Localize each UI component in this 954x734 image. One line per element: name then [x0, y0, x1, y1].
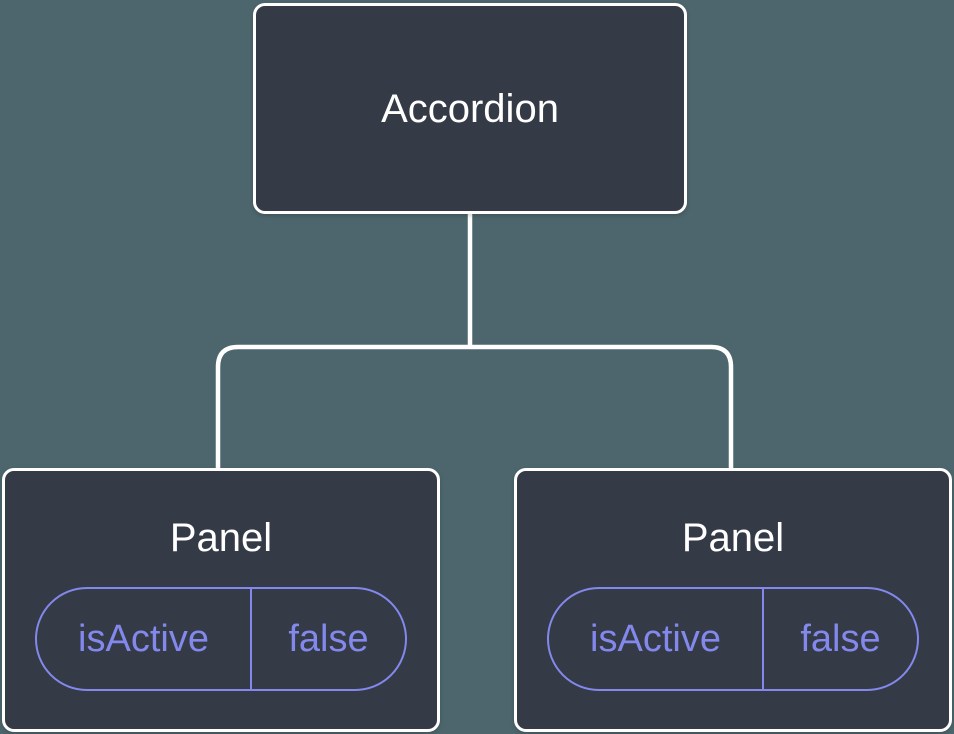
state-key: isActive: [78, 617, 209, 660]
connector-branch: [215, 344, 734, 470]
node-panel-left: Panel isActive false: [2, 468, 440, 732]
state-key: isActive: [590, 617, 721, 660]
state-value: false: [250, 589, 405, 689]
state-value: false: [762, 589, 917, 689]
accordion-label: Accordion: [381, 86, 559, 131]
panel-left-label: Panel: [169, 516, 273, 560]
node-accordion: Accordion: [253, 3, 687, 214]
panel-right-label: Panel: [681, 516, 785, 560]
state-pill-left: isActive false: [35, 587, 407, 691]
node-panel-right: Panel isActive false: [514, 468, 952, 732]
state-pill-right: isActive false: [547, 587, 919, 691]
